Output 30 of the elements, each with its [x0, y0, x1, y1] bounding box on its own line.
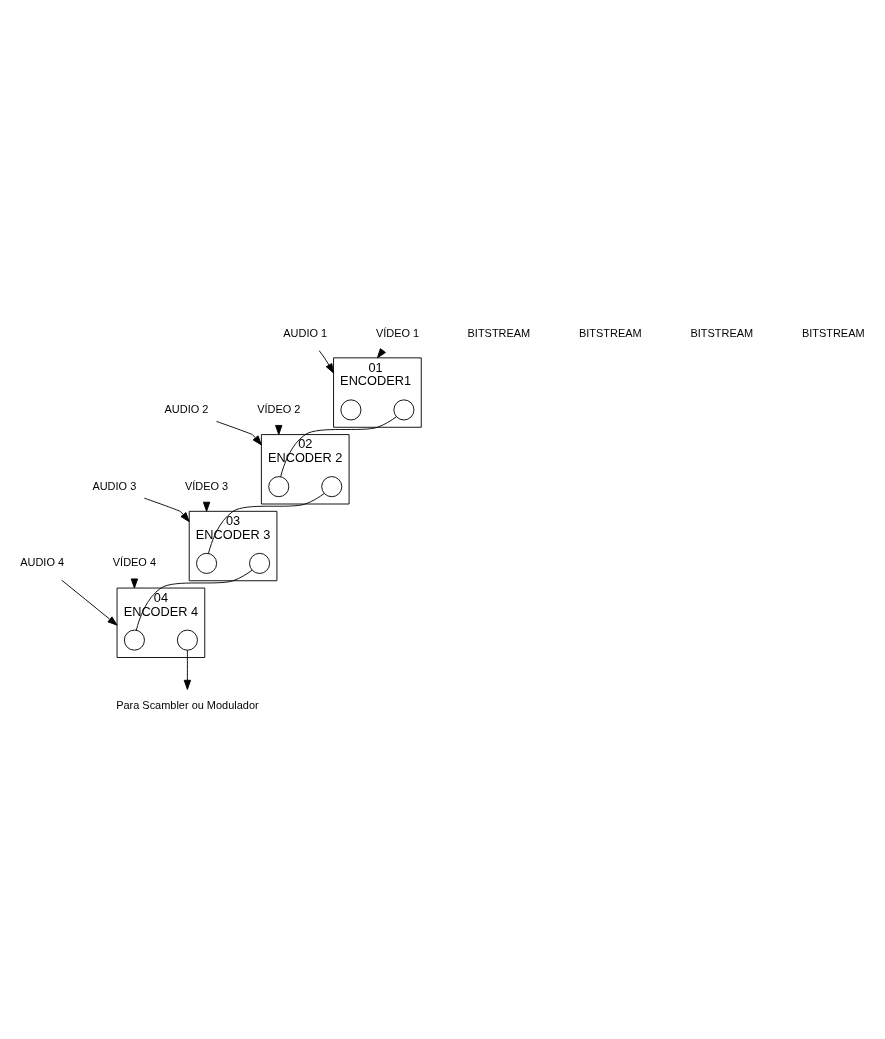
node-circle [340, 398, 362, 420]
node-text: Para Scambler ou Modulador [116, 698, 259, 711]
node-circle [123, 629, 145, 651]
node-text: AUDIO 1 [283, 326, 328, 339]
arrow [318, 349, 334, 373]
cluster: 04 ENCODER 4 [116, 587, 206, 658]
node-circle [176, 629, 198, 651]
cluster: 01 ENCODER1 [333, 356, 422, 428]
node-text: VÍDEO 4 [112, 555, 157, 568]
node-circle [321, 475, 343, 497]
arrow [61, 579, 118, 626]
node-circle [393, 398, 415, 420]
node-circle [249, 552, 271, 574]
label: BITSTREAM [467, 326, 531, 339]
label: BITSTREAM [579, 326, 642, 339]
node-text: AUDIO 4 [20, 555, 65, 568]
node-text: VÍDEO 2 [257, 402, 301, 415]
cluster: 02 ENCODER 2 [260, 433, 350, 504]
cluster: 03 ENCODER 3 [188, 510, 278, 581]
arrow [183, 649, 192, 690]
label: BITSTREAM [690, 326, 754, 339]
node-text: AUDIO 3 [92, 478, 137, 491]
label: BITSTREAM [801, 326, 865, 339]
node-text: VÍDEO 1 [375, 326, 420, 339]
node-circle [268, 475, 290, 497]
node-text: AUDIO 2 [164, 402, 209, 415]
node-text: VÍDEO 3 [184, 478, 229, 491]
arrow [143, 497, 190, 522]
arrow [216, 420, 262, 445]
node-circle [196, 552, 218, 574]
